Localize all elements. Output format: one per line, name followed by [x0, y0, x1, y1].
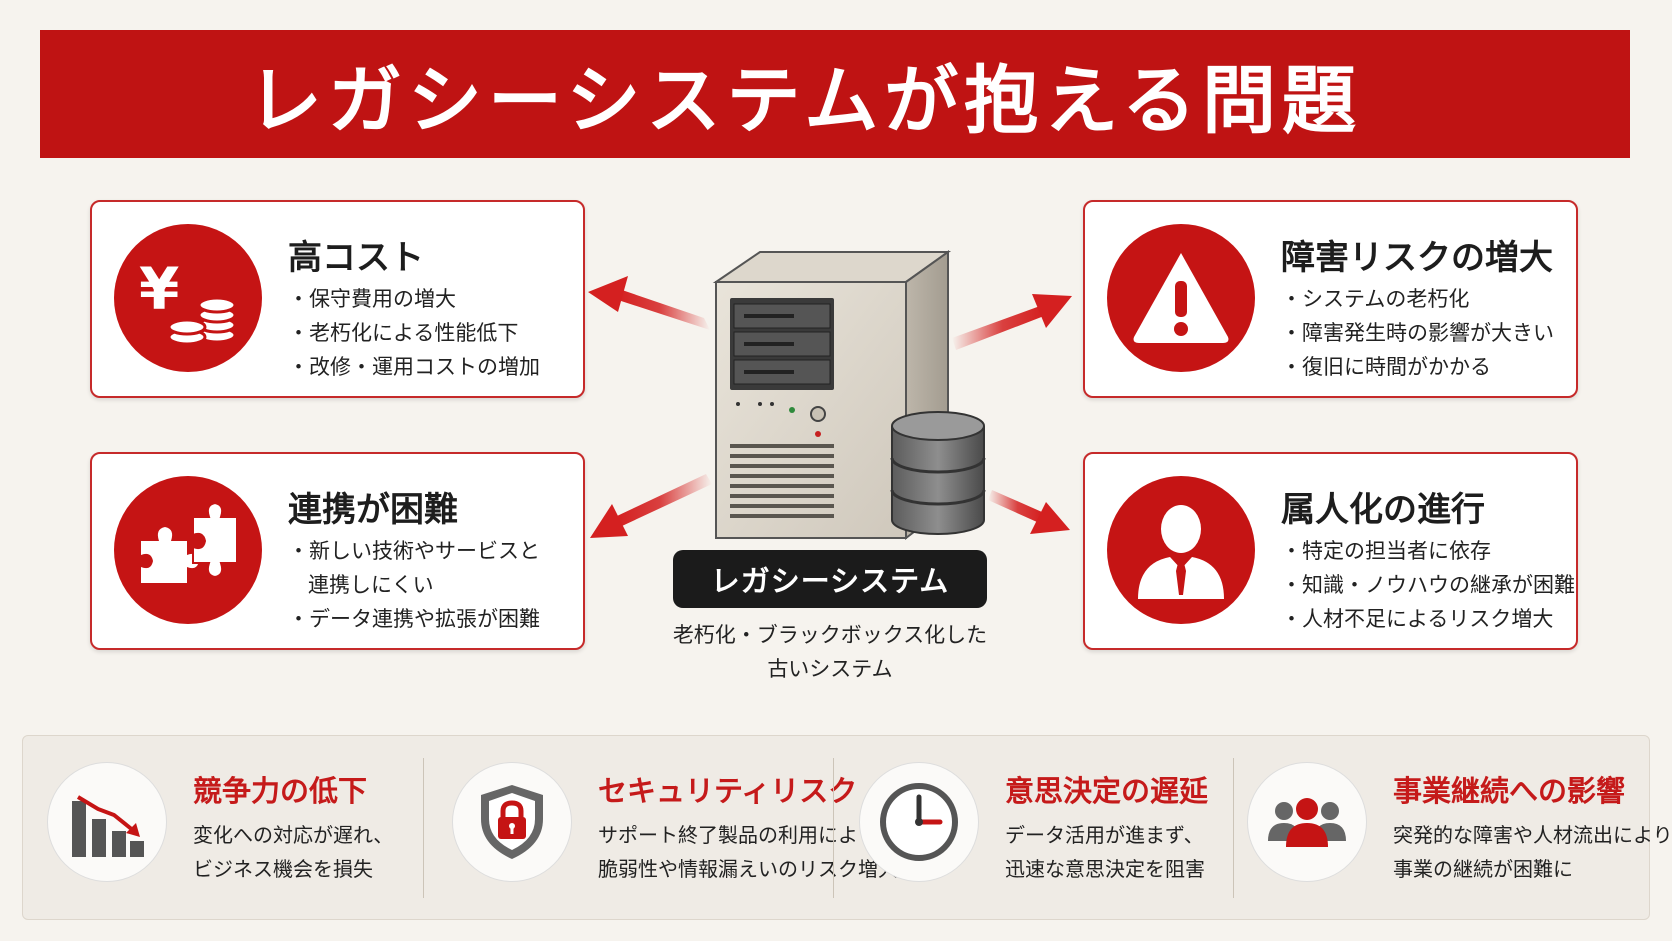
legacy-system-label: レガシーシステム [673, 550, 987, 608]
arrow-to-link [590, 474, 712, 538]
description-line: 古いシステム [767, 657, 893, 681]
card-failure-risk: 障害リスクの増大 ・システムの老朽化 ・障害発生時の影響が大きい ・復旧に時間が… [1083, 200, 1578, 398]
impact-title: 競争力の低下 [193, 774, 368, 808]
server-tower [712, 250, 952, 541]
description-line: 突発的な障害や人材流出により、 [1393, 823, 1672, 847]
impact-business-continuity: 事業継続への影響 突発的な障害や人材流出により、 事業の継続が困難に [1223, 736, 1672, 921]
list-item: ・改修・運用コストの増加 [288, 355, 540, 379]
shield-lock-icon [452, 762, 572, 882]
impact-title: 事業継続への影響 [1393, 774, 1626, 808]
impact-decision-delay: 意思決定の遅延 データ活用が進まず、 迅速な意思決定を阻害 [835, 736, 1235, 921]
list-item: ・特定の担当者に依存 [1281, 539, 1491, 563]
description-line: データ活用が進まず、 [1005, 823, 1204, 847]
list-item: ・新しい技術やサービスと [288, 539, 540, 563]
database-icon [890, 411, 986, 535]
impact-title: セキュリティリスク [598, 774, 858, 808]
impact-description: サポート終了製品の利用により、 脆弱性や情報漏えいのリスク増大 [598, 818, 898, 886]
divider [423, 758, 424, 898]
description-line: サポート終了製品の利用により、 [598, 823, 897, 847]
arrow-to-cost [588, 276, 710, 330]
description-line: 変化への対応が遅れ、 [193, 823, 394, 847]
page-title: レガシーシステムが抱える問題 [247, 57, 1363, 144]
card-title: 高コスト [288, 238, 424, 278]
description-line: 老朽化・ブラックボックス化した [672, 623, 988, 647]
list-item: ・復旧に時間がかかる [1281, 355, 1491, 379]
impact-description: 変化への対応が遅れ、 ビジネス機会を損失 [193, 818, 393, 886]
card-title: 障害リスクの増大 [1281, 238, 1553, 278]
list-item-continuation: 連携しにくい [308, 573, 434, 597]
card-list: ・新しい技術やサービスと 連携しにくい ・データ連携や拡張が困難 [288, 534, 540, 636]
impact-description: データ活用が進まず、 迅速な意思決定を阻害 [1005, 818, 1205, 886]
description-line: 脆弱性や情報漏えいのリスク増大 [598, 857, 898, 881]
divider [1233, 758, 1234, 898]
title-banner: レガシーシステムが抱える問題 [40, 30, 1630, 158]
card-integration-difficulty: 連携が困難 ・新しい技術やサービスと 連携しにくい ・データ連携や拡張が困難 [90, 452, 585, 650]
card-person-dependency: 属人化の進行 ・特定の担当者に依存 ・知識・ノウハウの継承が困難 ・人材不足によ… [1083, 452, 1578, 650]
list-item: ・障害発生時の影響が大きい [1281, 321, 1554, 345]
list-item: ・人材不足によるリスク増大 [1281, 607, 1554, 631]
arrow-to-risk [952, 294, 1072, 350]
description-line: 事業の継続が困難に [1393, 857, 1573, 881]
clock-icon [859, 762, 979, 882]
card-list: ・システムの老朽化 ・障害発生時の影響が大きい ・復旧に時間がかかる [1281, 282, 1554, 384]
businessman-icon [1107, 476, 1255, 624]
card-list: ・保守費用の増大 ・老朽化による性能低下 ・改修・運用コストの増加 [288, 282, 540, 384]
people-icon [1247, 762, 1367, 882]
svg-text:¥: ¥ [139, 255, 179, 323]
yen-coins-icon: ¥ [114, 224, 262, 372]
description-line: ビジネス機会を損失 [193, 857, 373, 881]
card-title: 属人化の進行 [1281, 490, 1485, 530]
puzzle-pieces-icon [114, 476, 262, 624]
list-item: ・知識・ノウハウの継承が困難 [1281, 573, 1575, 597]
card-title: 連携が困難 [288, 490, 458, 530]
list-item: ・保守費用の増大 [288, 287, 456, 311]
legacy-system-description: 老朽化・ブラックボックス化した 古いシステム [640, 618, 1020, 686]
card-list: ・特定の担当者に依存 ・知識・ノウハウの継承が困難 ・人材不足によるリスク増大 [1281, 534, 1575, 636]
arrow-to-person [988, 490, 1070, 534]
impact-competitiveness: 競争力の低下 変化への対応が遅れ、 ビジネス機会を損失 [23, 736, 423, 921]
impact-description: 突発的な障害や人材流出により、 事業の継続が困難に [1393, 818, 1672, 886]
warning-icon [1107, 224, 1255, 372]
divider [833, 758, 834, 898]
impact-panel: 競争力の低下 変化への対応が遅れ、 ビジネス機会を損失 セキュリティリスク サポ… [22, 735, 1672, 921]
impact-security: セキュリティリスク サポート終了製品の利用により、 脆弱性や情報漏えいのリスク増… [428, 736, 898, 921]
list-item: ・老朽化による性能低下 [288, 321, 519, 345]
impact-title: 意思決定の遅延 [1005, 774, 1209, 808]
list-item: ・システムの老朽化 [1281, 287, 1470, 311]
card-high-cost: ¥ 高コスト ・保守費用の増大 ・老朽化による性能低下 ・改修・運用コストの増加 [90, 200, 585, 398]
list-item: ・データ連携や拡張が困難 [288, 607, 540, 631]
description-line: 迅速な意思決定を阻害 [1005, 857, 1205, 881]
declining-chart-icon [47, 762, 167, 882]
